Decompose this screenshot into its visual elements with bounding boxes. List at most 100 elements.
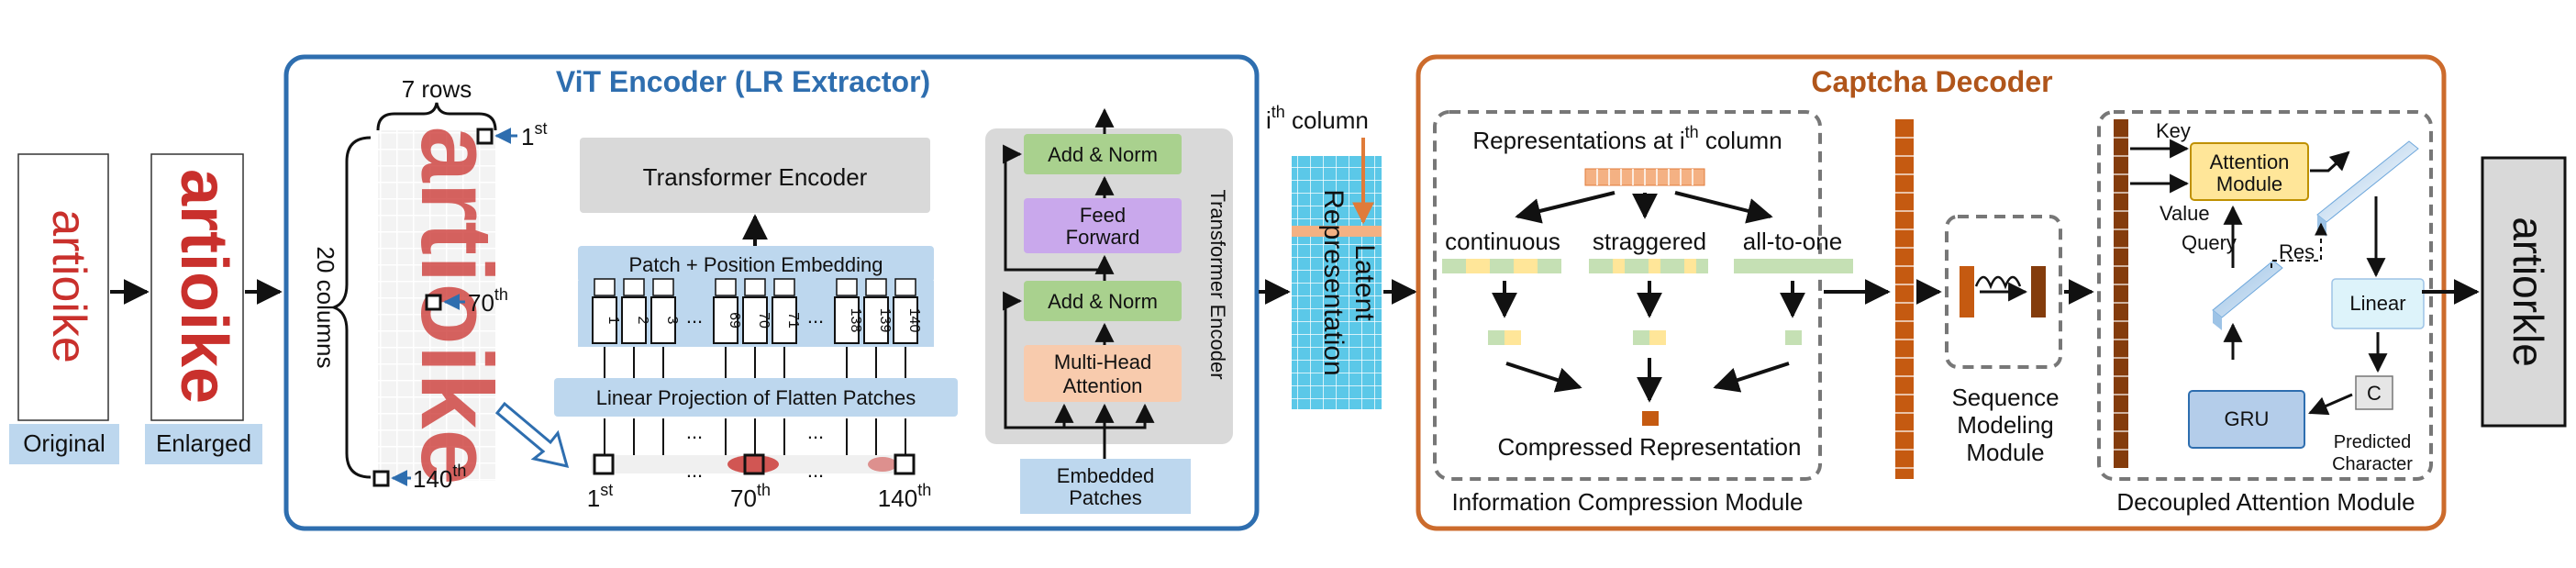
residual-ff — [1003, 144, 1105, 272]
token-label: 1 — [605, 317, 621, 325]
residual-connection — [2271, 222, 2327, 268]
query-bar — [2212, 260, 2283, 330]
token-3: 3 — [650, 278, 680, 344]
input-images: artioike Original artioike Enlarged — [9, 153, 283, 464]
token-label: 2 — [635, 317, 650, 325]
token-row: 1 2 3 ... 69 70 — [592, 278, 922, 344]
multi-head-attention-box — [1024, 345, 1182, 402]
seq-marker-140 — [894, 453, 916, 475]
sequence-modeling-box — [1945, 215, 2062, 369]
sequence-input-cell — [1960, 266, 1974, 317]
token-139: 139 — [863, 278, 893, 344]
predicted-char-box — [2355, 375, 2393, 410]
feed-forward-box — [1024, 198, 1182, 253]
dam-key-vector — [2114, 119, 2128, 468]
enlarged-captcha-text: artioike — [167, 169, 240, 404]
enlarged-label: Enlarged — [156, 429, 251, 457]
continuous-compressed — [1488, 330, 1521, 345]
original-label-box — [9, 424, 119, 464]
ith-column-label: ith column — [1266, 103, 1369, 134]
patch-marker-70 — [425, 294, 442, 311]
flatten-hollow-arrow — [494, 401, 570, 469]
rows-brace — [376, 102, 497, 131]
embedded-patches-label-2: Patches — [1069, 486, 1142, 509]
token-label: 71 — [785, 312, 801, 329]
sequence-connectors — [604, 418, 906, 455]
token-ellipsis-1: ... — [686, 305, 703, 328]
token-label: 69 — [727, 312, 742, 329]
reps-at-column-label: Representations at ith column — [1472, 123, 1782, 154]
gru-box — [2188, 390, 2305, 449]
compressed-column-vector — [1895, 119, 1914, 479]
patch-label-140: 140th — [413, 462, 466, 493]
columns-brace — [329, 136, 372, 479]
linear-projection-box — [554, 378, 958, 417]
attention-label-2: Module — [2216, 173, 2282, 195]
mha-label-1: Multi-Head — [1054, 351, 1151, 373]
continuous-label: continuous — [1445, 228, 1560, 255]
patch-marker-140 — [372, 470, 390, 487]
seq-ellipsis-3: ... — [686, 459, 703, 482]
linear-label: Linear — [2349, 292, 2405, 315]
token-label: 139 — [877, 308, 893, 333]
mha-inputs — [1054, 403, 1155, 459]
latent-ith-column — [1292, 226, 1382, 237]
patch-70-stroke — [727, 455, 779, 473]
seq-label-70: 70th — [730, 481, 771, 512]
token-138: 138 — [834, 278, 863, 344]
seq-label-140: 140th — [878, 481, 931, 512]
gru-label: GRU — [2225, 407, 2270, 430]
token-71: 71 — [772, 278, 801, 344]
output: artiorkle — [2481, 156, 2567, 428]
seq-marker-70 — [743, 453, 765, 475]
staggered-label: straggered — [1593, 228, 1706, 255]
predicted-char: C — [2367, 382, 2382, 405]
output-box — [2481, 156, 2567, 428]
transformer-encoder-box — [580, 138, 930, 213]
all-to-one-label: all-to-one — [1743, 228, 1842, 255]
token-2: 2 — [621, 278, 650, 344]
all-to-one-compressed — [1785, 330, 1802, 345]
attention-label-1: Attention — [2210, 150, 2290, 173]
seq-ellipsis-4: ... — [807, 459, 824, 482]
value-label: Value — [2160, 202, 2210, 225]
seq-label-line-3: Module — [1966, 439, 2044, 466]
token-69: 69 — [713, 278, 742, 344]
token-140: 140 — [893, 278, 922, 344]
add-norm-top — [1024, 134, 1182, 174]
vit-encoder-panel: ViT Encoder (LR Extractor) 7 rows 20 col… — [283, 54, 1260, 531]
dam-box — [2097, 110, 2433, 481]
token-ellipsis-2: ... — [807, 305, 824, 328]
feed-forward-label-1: Feed — [1080, 204, 1126, 227]
predicted-label-1: Predicted — [2334, 432, 2412, 452]
all-to-one-strip — [1734, 259, 1853, 273]
token-70: 70 — [742, 278, 772, 344]
patch-label-1: 1st — [521, 119, 547, 150]
token-connectors — [604, 347, 906, 378]
seq-label-line-2: Modeling — [1957, 411, 2054, 439]
linear-projection-label: Linear Projection of Flatten Patches — [596, 386, 916, 409]
mha-label-2: Attention — [1063, 374, 1143, 397]
token-label: 140 — [906, 308, 922, 333]
seq-label-line-1: Sequence — [1951, 384, 2059, 411]
enlarged-label-box — [145, 424, 262, 464]
predicted-label-2: Character — [2332, 454, 2413, 474]
original-image — [17, 153, 109, 421]
res-label: Res — [2279, 240, 2315, 263]
transformer-encoder-label: Transformer Encoder — [643, 163, 868, 191]
patch-grid-captcha: artioike — [400, 126, 513, 484]
icm-box — [1433, 110, 1822, 481]
latent-representation: ith column Latent Representation — [1259, 103, 1417, 409]
icm-label: Information Compression Module — [1452, 488, 1804, 516]
token-label: 70 — [756, 312, 772, 329]
token-label: 3 — [664, 317, 680, 325]
vit-encoder-title: ViT Encoder (LR Extractor) — [556, 65, 930, 98]
patch-position-embedding-box — [578, 246, 934, 283]
staggered-compressed — [1633, 330, 1666, 345]
residual-mha — [1003, 291, 1105, 429]
encoder-detail-side-label: Transformer Encoder — [1206, 189, 1229, 379]
seq-ellipsis-1: ... — [686, 420, 703, 443]
seq-ellipsis-2: ... — [807, 420, 824, 443]
staggered-strip — [1589, 259, 1708, 273]
captcha-decoder-panel: Captcha Decoder Representations at ith c… — [1416, 54, 2480, 531]
